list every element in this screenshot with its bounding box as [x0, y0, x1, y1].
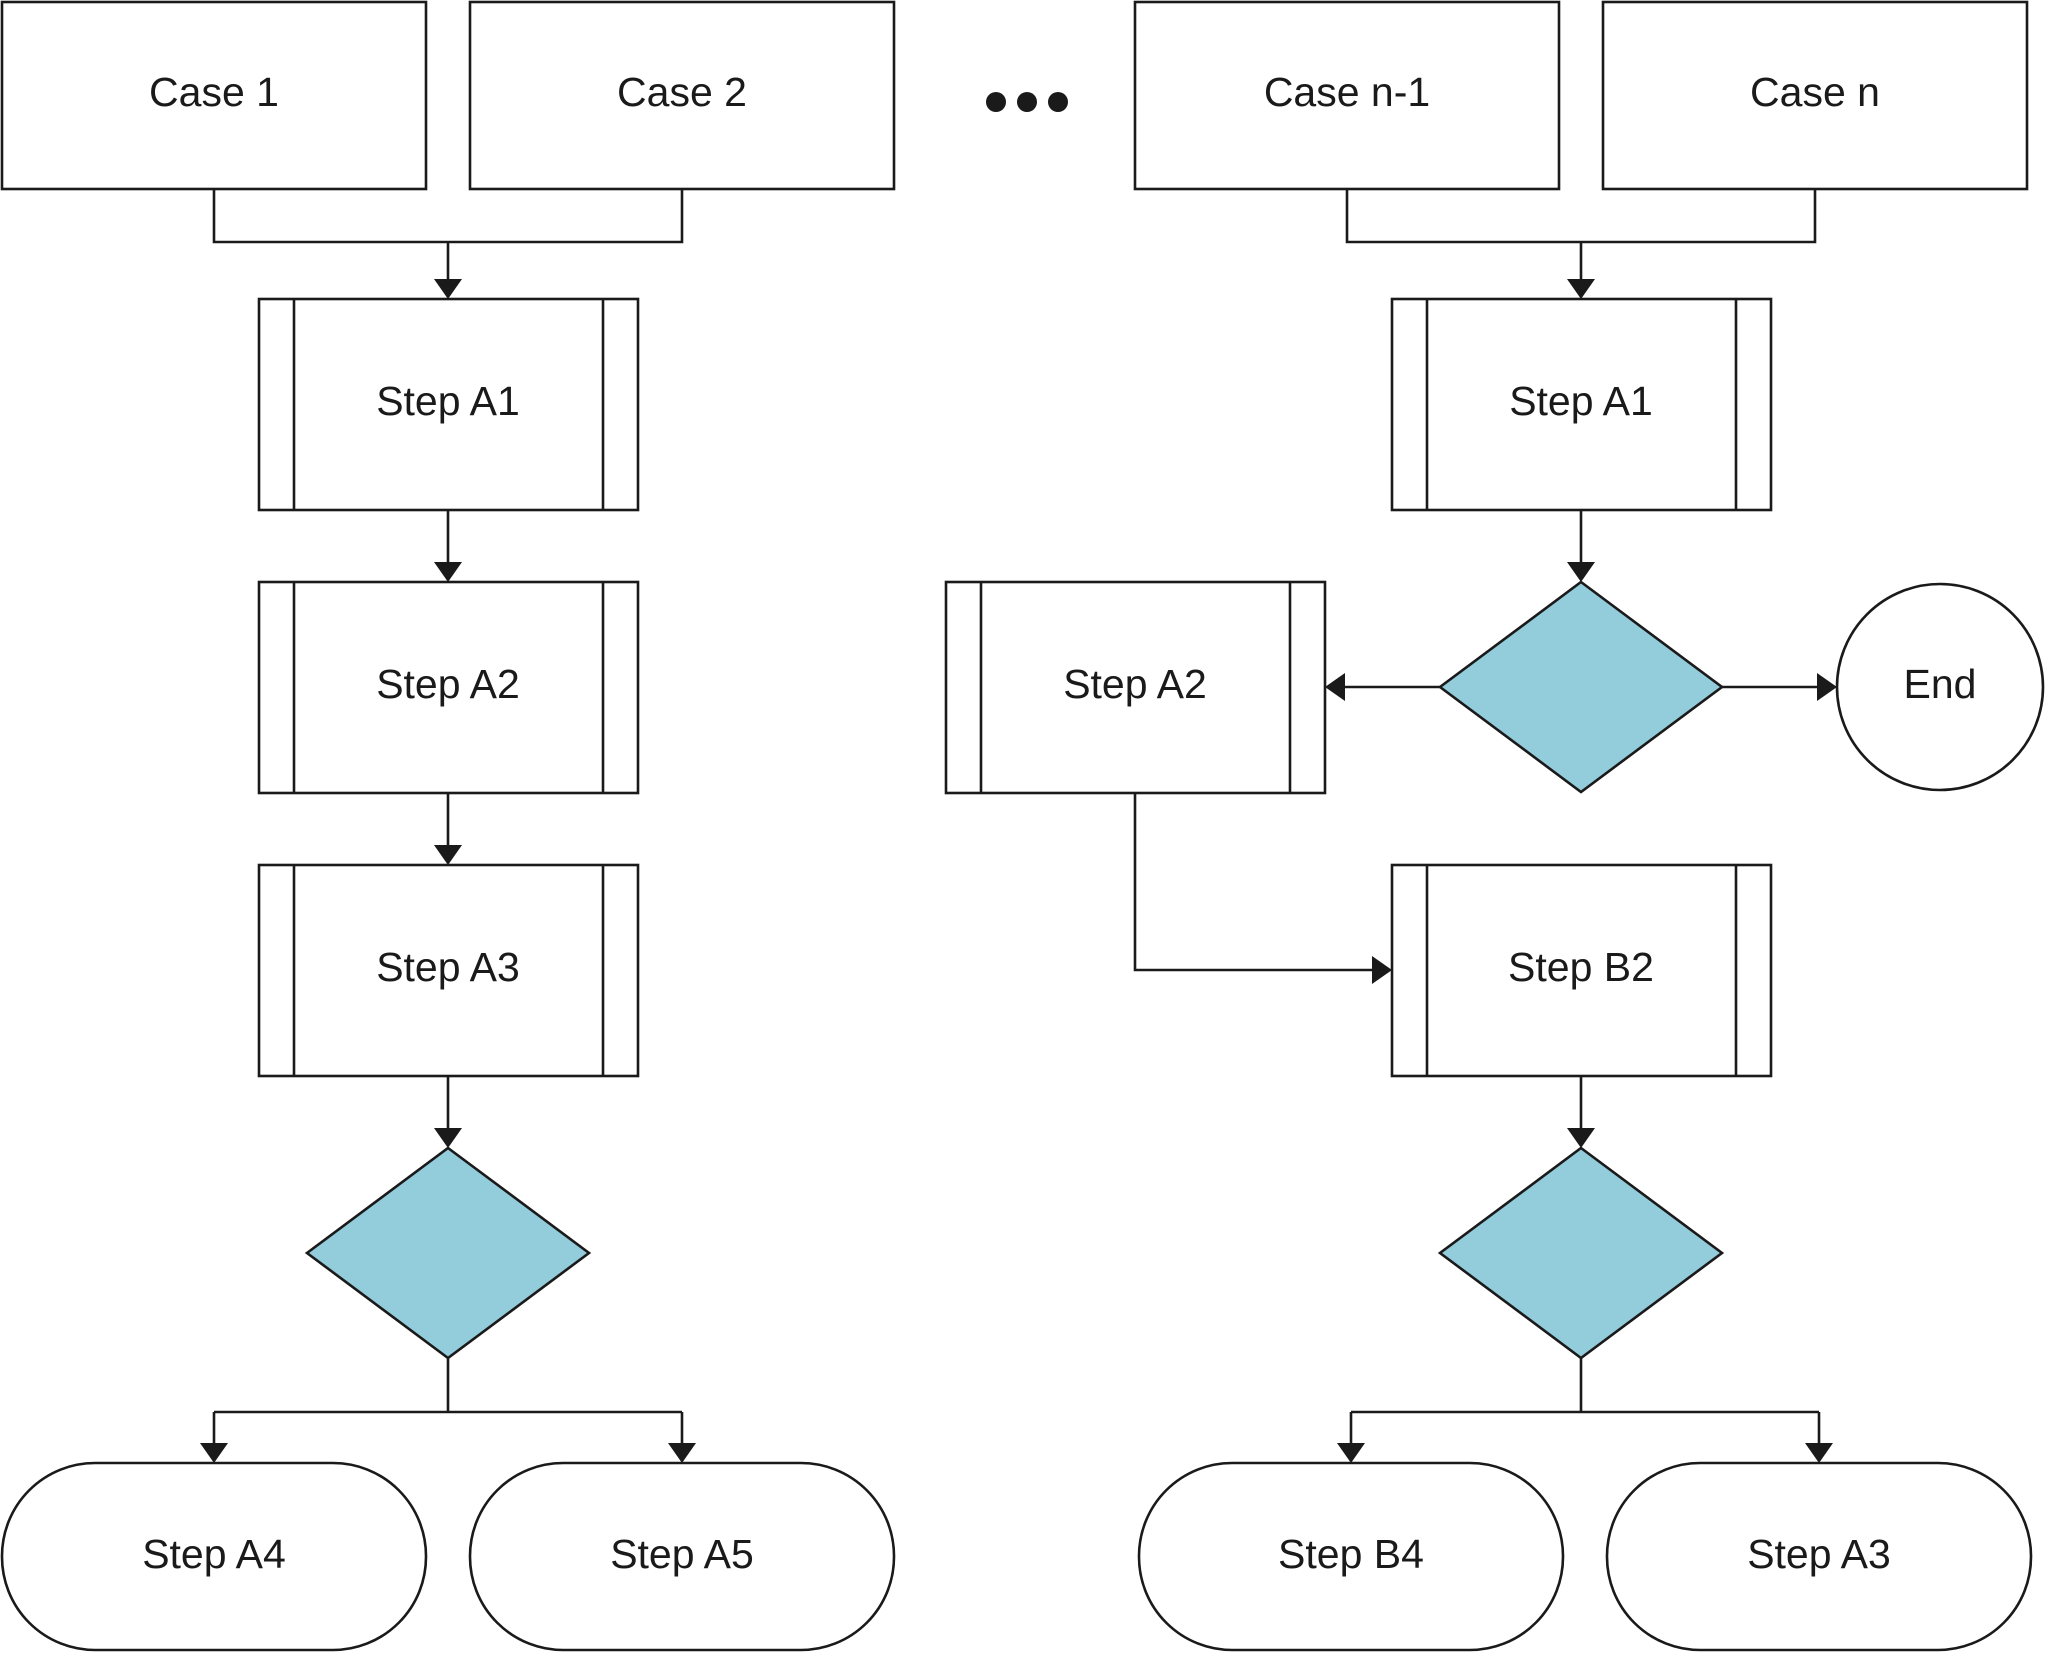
arrowhead-step-b2 [1372, 956, 1392, 984]
right-flow: Case n-1 Case n Step A1 [944, 0, 2045, 1652]
case-merge-connector-left [212, 189, 684, 244]
step-a5-label: Step A5 [610, 1531, 754, 1577]
case-n-minus-1-node: Case n-1 [1133, 0, 1561, 191]
step-a1-node-left: Step A1 [257, 297, 640, 512]
end-label: End [1904, 661, 1977, 707]
step-a2-node-left: Step A2 [257, 580, 640, 795]
decision-diamond-bottom-right [1437, 1146, 1725, 1360]
step-a1-label-right: Step A1 [1509, 378, 1653, 424]
step-a1-node-right: Step A1 [1390, 297, 1773, 512]
step-a2-label-right: Step A2 [1063, 661, 1207, 707]
end-node: End [1835, 582, 2045, 792]
case-n-label: Case n [1750, 69, 1880, 115]
arrowhead-step-a1-left [434, 279, 462, 299]
arrowhead-decision-bottom-right [1567, 1128, 1595, 1148]
case-n-node: Case n [1601, 0, 2029, 191]
ellipsis-dots [986, 92, 1068, 112]
step-a1-label-left: Step A1 [376, 378, 520, 424]
step-a4-node: Step A4 [0, 1461, 428, 1652]
arrowhead-step-a3-left [434, 845, 462, 865]
step-a3-label-right: Step A3 [1747, 1531, 1891, 1577]
arrowhead-step-a4 [200, 1443, 228, 1463]
step-a3-terminal-right: Step A3 [1605, 1461, 2033, 1652]
step-b2-node: Step B2 [1390, 863, 1773, 1078]
case-1-label: Case 1 [149, 69, 279, 115]
step-a3-node-left: Step A3 [257, 863, 640, 1078]
arrowhead-step-a2-left [434, 562, 462, 582]
arrowhead-end [1817, 673, 1837, 701]
arrowhead-decision-left [434, 1128, 462, 1148]
decision-diamond-left [304, 1146, 592, 1360]
left-flow: Case 1 Case 2 Step A1 Step A2 [0, 0, 896, 1652]
case-2-label: Case 2 [617, 69, 747, 115]
arrow-step-a2-to-step-b2 [1133, 793, 1372, 972]
step-b2-label: Step B2 [1508, 944, 1654, 990]
step-a3-label-left: Step A3 [376, 944, 520, 990]
arrowhead-step-a3-right [1805, 1443, 1833, 1463]
decision-diamond-top-right [1437, 580, 1725, 794]
step-a5-node: Step A5 [468, 1461, 896, 1652]
step-a2-node-right: Step A2 [944, 580, 1327, 795]
case-merge-connector-right [1345, 189, 1817, 244]
case-1-node: Case 1 [0, 0, 428, 191]
arrowhead-step-b4 [1337, 1443, 1365, 1463]
case-2-node: Case 2 [468, 0, 896, 191]
step-a4-label: Step A4 [142, 1531, 286, 1577]
arrowhead-step-a2-right [1325, 673, 1345, 701]
arrowhead-step-a1-right [1567, 279, 1595, 299]
arrowhead-decision-top-right [1567, 562, 1595, 582]
step-b4-node: Step B4 [1137, 1461, 1565, 1652]
step-a2-label-left: Step A2 [376, 661, 520, 707]
step-b4-label: Step B4 [1278, 1531, 1424, 1577]
case-n-minus-1-label: Case n-1 [1264, 69, 1430, 115]
arrowhead-step-a5 [668, 1443, 696, 1463]
